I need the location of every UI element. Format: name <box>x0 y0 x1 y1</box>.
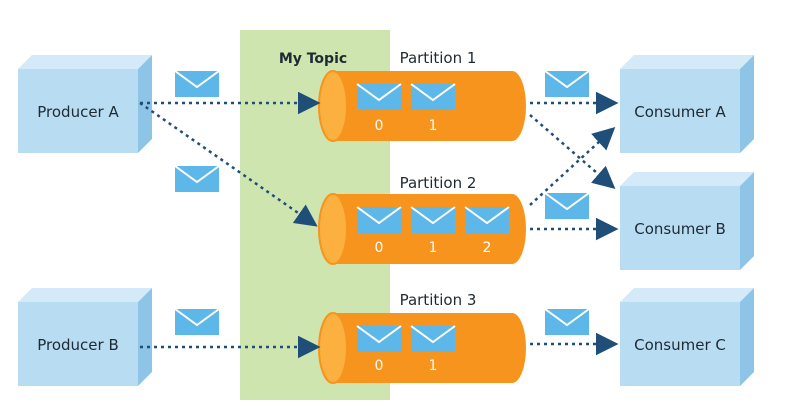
partition-3-label: Partition 3 <box>400 291 477 309</box>
consumer-b-label: Consumer B <box>634 220 726 238</box>
envelope-icon <box>174 70 220 97</box>
envelope-icon <box>544 308 590 335</box>
producer-a-label: Producer A <box>37 103 119 121</box>
partition-2-label: Partition 2 <box>400 174 477 192</box>
arrow-partition-1-to-consumer-b <box>529 114 616 189</box>
envelope-icon <box>410 83 456 110</box>
offset-label: 1 <box>429 118 438 134</box>
partition-2-cylinder: Partition 2 0 1 2 <box>318 174 526 265</box>
offset-label: 0 <box>375 118 384 134</box>
envelope-icon <box>356 325 402 352</box>
offset-label: 2 <box>483 240 492 256</box>
offset-label: 1 <box>429 358 438 374</box>
producer-a-box: Producer A <box>18 55 152 153</box>
offset-label: 1 <box>429 240 438 256</box>
envelope-icon <box>410 325 456 352</box>
consumer-b-box: Consumer B <box>620 172 754 270</box>
arrow-partition-2-to-consumer-a <box>529 126 616 206</box>
arrow-producer-a-to-partition-2 <box>139 101 318 227</box>
partition-1-label: Partition 1 <box>400 49 477 67</box>
consumer-c-label: Consumer C <box>634 336 726 354</box>
consumer-a-label: Consumer A <box>634 103 726 121</box>
envelope-icon <box>544 192 590 219</box>
offset-label: 0 <box>375 358 384 374</box>
partition-3-cylinder: Partition 3 0 1 <box>318 291 526 384</box>
topic-label: My Topic <box>279 51 347 67</box>
envelope-icon <box>410 206 456 233</box>
producer-b-label: Producer B <box>37 336 119 354</box>
envelope-icon <box>356 83 402 110</box>
consumer-c-box: Consumer C <box>620 288 754 386</box>
envelope-icon <box>356 206 402 233</box>
producer-b-box: Producer B <box>18 288 152 386</box>
envelope-icon <box>544 70 590 97</box>
partition-1-cylinder: Partition 1 0 1 <box>318 49 526 142</box>
envelope-icon <box>174 308 220 335</box>
envelope-icon <box>174 165 220 192</box>
offset-label: 0 <box>375 240 384 256</box>
envelope-icon <box>464 206 510 233</box>
consumer-a-box: Consumer A <box>620 55 754 153</box>
